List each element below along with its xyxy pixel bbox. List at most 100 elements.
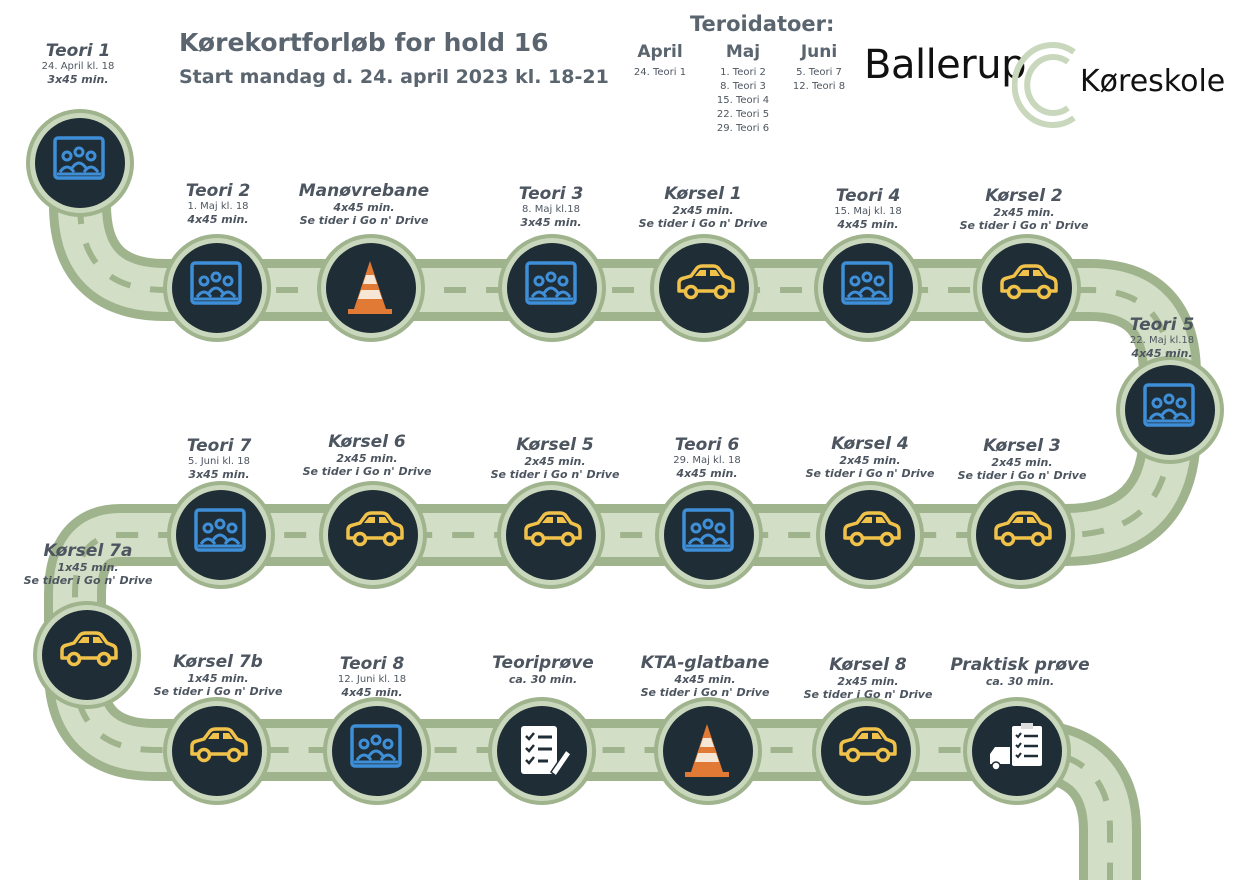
page-subtitle: Start mandag d. 24. april 2023 kl. 18-21	[179, 66, 609, 88]
step-duration: Se tider i Go n' Drive	[640, 686, 770, 699]
step-duration: Se tider i Go n' Drive	[805, 467, 935, 480]
classroom-icon	[53, 136, 105, 180]
schedule-column-april: April 24. Teori 1	[630, 42, 690, 80]
car-icon	[524, 511, 582, 547]
step-node-koersel-4	[825, 490, 915, 580]
step-title: Kørsel 6	[328, 432, 406, 452]
step-duration: Se tider i Go n' Drive	[957, 469, 1087, 482]
schedule-month: Maj	[725, 42, 761, 62]
step-duration: Se tider i Go n' Drive	[299, 214, 429, 227]
schedule-item: 8. Teori 3	[720, 81, 766, 92]
step-node-teori-6	[664, 490, 754, 580]
step-node-koersel-3	[976, 490, 1066, 580]
classroom-icon	[194, 508, 246, 552]
step-node-teori-3	[507, 243, 597, 333]
schedule-month: April	[637, 42, 683, 62]
step-duration: 3x45 min.	[520, 216, 582, 229]
step-node-teoriproeve	[497, 706, 587, 796]
car-icon	[677, 264, 735, 300]
car-icon	[190, 727, 248, 763]
step-detail: 5. Juni kl. 18	[188, 456, 250, 467]
classroom-icon	[190, 261, 242, 305]
step-detail: 4x45 min.	[674, 673, 736, 686]
step-title: Kørsel 8	[829, 655, 907, 675]
step-detail: 2x45 min.	[524, 455, 586, 468]
car-icon	[346, 511, 404, 547]
step-title: Teori 1	[45, 41, 111, 61]
step-title: Kørsel 5	[516, 435, 594, 455]
classroom-icon	[525, 261, 577, 305]
step-detail: 2x45 min.	[837, 675, 899, 688]
step-detail: 1. Maj kl. 18	[187, 201, 249, 212]
car-icon	[60, 631, 118, 667]
step-node-koersel-8	[821, 706, 911, 796]
schedule-column-juni: Juni 5. Teori 7 12. Teori 8	[788, 42, 850, 94]
school-logo: Ballerup Køreskole	[862, 34, 1232, 134]
step-title: Praktisk prøve	[950, 655, 1090, 675]
step-node-teori-8	[332, 706, 422, 796]
step-detail: 1x45 min.	[57, 561, 119, 574]
schedule-item: 29. Teori 6	[716, 123, 770, 134]
step-node-teori-4	[823, 243, 913, 333]
step-node-praktisk-proeve	[972, 706, 1062, 796]
step-duration: 4x45 min.	[187, 213, 249, 226]
step-title: Kørsel 1	[664, 184, 742, 204]
step-node-manoevrebane	[326, 243, 416, 333]
step-duration: 4x45 min.	[676, 467, 738, 480]
step-node-koersel-2	[982, 243, 1072, 333]
step-title: Kørsel 2	[985, 186, 1063, 206]
driving-test-icon	[988, 721, 1044, 772]
classroom-icon	[841, 261, 893, 305]
step-title: Teori 6	[674, 435, 740, 455]
step-node-kta-glatbane	[663, 706, 753, 796]
step-detail: ca. 30 min.	[508, 673, 578, 686]
logo-word-koereskole: Køreskole	[1080, 64, 1226, 99]
step-title: Teoriprøve	[492, 653, 594, 673]
step-detail: 15. Maj kl. 18	[834, 206, 902, 217]
step-title: Kørsel 4	[831, 434, 909, 454]
step-duration: 3x45 min.	[188, 468, 250, 481]
step-title: KTA-glatbane	[640, 653, 770, 673]
schedule-item: 22. Teori 5	[716, 109, 770, 120]
schedule-item: 15. Teori 4	[716, 95, 770, 106]
cone-icon	[348, 261, 392, 314]
step-detail: 2x45 min.	[839, 454, 901, 467]
step-detail: 8. Maj kl.18	[522, 204, 580, 215]
classroom-icon	[682, 508, 734, 552]
step-title: Teori 4	[835, 186, 901, 206]
classroom-icon	[1143, 383, 1195, 427]
step-duration: 4x45 min.	[341, 686, 403, 699]
step-detail: 2x45 min.	[993, 206, 1055, 219]
step-detail: 4x45 min.	[333, 201, 395, 214]
step-node-teori-7	[176, 490, 266, 580]
schedule-month: Juni	[800, 42, 838, 62]
step-duration: 4x45 min.	[1131, 347, 1193, 360]
step-detail: 2x45 min.	[672, 204, 734, 217]
step-title: Teori 3	[518, 184, 584, 204]
classroom-icon	[350, 724, 402, 768]
car-icon	[843, 511, 901, 547]
checklist-icon	[519, 724, 573, 778]
step-duration: Se tider i Go n' Drive	[959, 219, 1089, 232]
step-title: Teori 5	[1129, 315, 1195, 335]
step-node-koersel-7a	[42, 610, 132, 700]
step-title: Teori 2	[185, 181, 251, 201]
step-duration: 4x45 min.	[837, 218, 899, 231]
step-title: Teori 7	[186, 436, 252, 456]
logo-c-mark-icon	[1012, 42, 1076, 128]
step-node-teori-1	[35, 118, 125, 208]
step-detail: 1x45 min.	[187, 672, 249, 685]
